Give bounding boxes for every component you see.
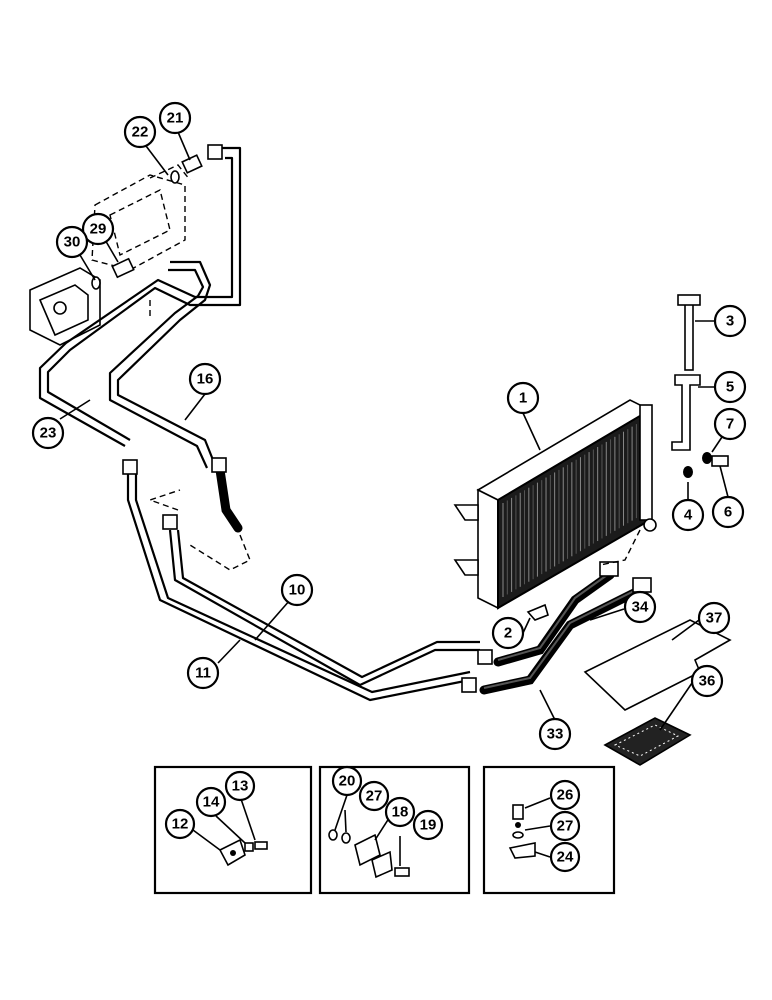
callout-21: 21 <box>158 101 192 135</box>
clip-2 <box>526 603 549 621</box>
svg-text:37: 37 <box>706 610 723 627</box>
callout-13: 13 <box>224 770 256 802</box>
svg-text:19: 19 <box>420 817 437 834</box>
svg-text:16: 16 <box>197 371 214 388</box>
svg-text:3: 3 <box>726 313 734 330</box>
callout-19: 19 <box>412 809 444 841</box>
fittings-upper <box>91 144 223 290</box>
oil-cooler <box>453 399 657 610</box>
svg-text:34: 34 <box>632 599 649 616</box>
svg-text:14: 14 <box>203 794 220 811</box>
callout-37: 37 <box>697 601 731 635</box>
callout-23: 23 <box>31 416 65 450</box>
svg-text:5: 5 <box>726 379 734 396</box>
tube-16 <box>108 260 217 469</box>
callout-33: 33 <box>538 717 572 751</box>
plate-37 <box>583 619 732 711</box>
inset-right: 26 27 24 <box>482 765 616 895</box>
tube-10 <box>147 489 480 687</box>
pad-36 <box>603 717 692 766</box>
svg-text:10: 10 <box>289 582 306 599</box>
callout-11: 11 <box>186 656 220 690</box>
hose-34 <box>477 561 619 667</box>
svg-text:30: 30 <box>64 234 81 251</box>
svg-text:12: 12 <box>172 816 189 833</box>
callout-24: 24 <box>549 841 581 873</box>
svg-text:1: 1 <box>519 390 527 407</box>
inset-middle: 20 27 18 19 <box>318 765 471 895</box>
hose-33 <box>461 577 652 695</box>
hose-16 <box>189 457 251 571</box>
callout-27a: 27 <box>358 780 390 812</box>
svg-text:36: 36 <box>699 673 716 690</box>
callout-18: 18 <box>384 796 416 828</box>
callout-26: 26 <box>549 779 581 811</box>
svg-text:27: 27 <box>557 818 574 835</box>
svg-text:4: 4 <box>684 507 693 524</box>
tube-11 <box>122 459 471 702</box>
callout-20: 20 <box>331 765 363 797</box>
callout-27b: 27 <box>549 810 581 842</box>
bracket-parts <box>671 294 729 478</box>
svg-text:33: 33 <box>547 726 564 743</box>
tube-23 <box>38 146 242 447</box>
svg-text:27: 27 <box>366 788 383 805</box>
callout-14: 14 <box>195 786 227 818</box>
callout-34: 34 <box>623 590 657 624</box>
svg-text:23: 23 <box>40 425 57 442</box>
callout-16: 16 <box>188 362 222 396</box>
callout-1: 1 <box>506 381 540 415</box>
callout-10: 10 <box>280 573 314 607</box>
svg-text:11: 11 <box>195 665 211 682</box>
callout-5: 5 <box>713 370 747 404</box>
callout-22: 22 <box>123 115 157 149</box>
svg-text:22: 22 <box>132 124 149 141</box>
svg-text:2: 2 <box>504 625 512 642</box>
svg-text:26: 26 <box>557 787 574 804</box>
pump-ghost <box>29 164 191 346</box>
callout-30: 30 <box>55 225 89 259</box>
callout-12: 12 <box>164 808 196 840</box>
callout-6: 6 <box>711 495 745 529</box>
svg-text:24: 24 <box>557 849 574 866</box>
svg-text:18: 18 <box>392 804 409 821</box>
svg-text:20: 20 <box>339 773 356 790</box>
callout-7: 7 <box>713 407 747 441</box>
inset-left: 12 13 14 <box>153 765 313 895</box>
callout-3: 3 <box>713 304 747 338</box>
svg-text:7: 7 <box>726 416 734 433</box>
callout-4: 4 <box>671 498 705 532</box>
svg-text:13: 13 <box>232 778 249 795</box>
callout-2: 2 <box>491 616 525 650</box>
svg-text:29: 29 <box>90 221 107 238</box>
callout-36: 36 <box>690 664 724 698</box>
svg-text:6: 6 <box>724 504 732 521</box>
svg-text:21: 21 <box>167 110 184 127</box>
callout-29: 29 <box>81 212 115 246</box>
